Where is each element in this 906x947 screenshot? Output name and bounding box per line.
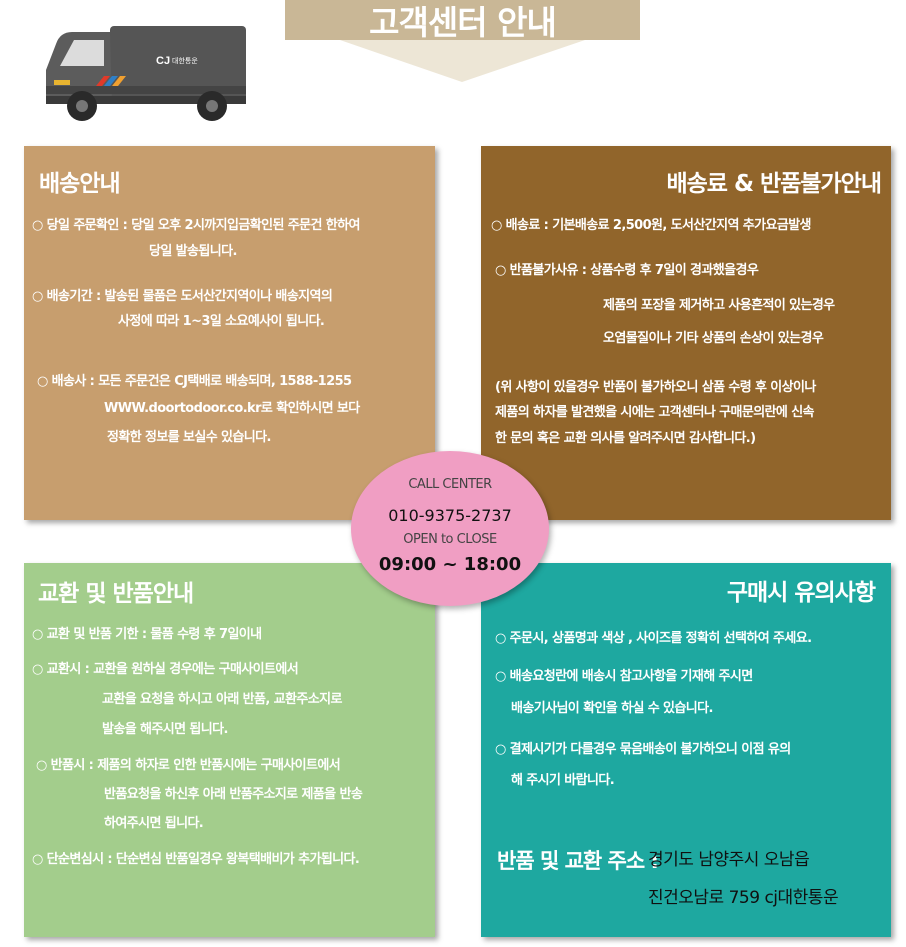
header-banner: 고객센터 안내 xyxy=(285,0,640,82)
shipping-line: ○ 당일 주문확인 : 당일 오후 2시까지입금확인된 주문건 한하여 xyxy=(32,218,360,233)
fee-line: (위 사항이 있을경우 반품이 불가하오니 삼품 수령 후 이상이나 xyxy=(495,380,816,395)
shipping-panel: 배송안내 ○ 당일 주문확인 : 당일 오후 2시까지입금확인된 주문건 한하여… xyxy=(24,146,435,520)
shipping-line: 정확한 정보를 보실수 있습니다. xyxy=(107,430,271,445)
exchange-title: 교환 및 반품안내 xyxy=(38,581,194,607)
shipping-line: 사정에 따라 1~3일 소요예사이 됩니다. xyxy=(118,314,325,329)
exchange-line: ○ 반품시 : 제품의 하자로 인한 반품시에는 구매사이트에서 xyxy=(36,758,341,773)
truck-logo-sub: 대한통운 xyxy=(172,57,198,65)
notice-line: ○ 배송요청란에 배송시 참고사항을 기재해 주시면 xyxy=(495,669,753,684)
fee-line: 한 문의 혹은 교환 의사를 알려주시면 감사합니다.) xyxy=(495,431,756,446)
fee-line: ○ 배송료 : 기본배송료 2,500원, 도서산간지역 추가요금발생 xyxy=(491,218,812,233)
notice-line: 배송기사님이 확인을 하실 수 있습니다. xyxy=(511,701,713,716)
exchange-line: 발송을 해주시면 됩니다. xyxy=(102,722,228,737)
fee-line: 제품의 하자를 발견했을 시에는 고객센터나 구매문의란에 신속 xyxy=(495,405,815,420)
call-center-phone[interactable]: 010-9375-2737 xyxy=(388,506,512,525)
fee-panel: 배송료 & 반품불가안내 ○ 배송료 : 기본배송료 2,500원, 도서산간지… xyxy=(481,146,891,520)
truck-illustration: CJ 대한통운 xyxy=(44,22,248,124)
shipping-line: ○ 배송사 : 모든 주문건은 CJ택배로 배송되며, 1588-1255 xyxy=(37,374,352,389)
notice-line: ○ 주문시, 상품명과 색상 , 사이즈를 정확히 선택하여 주세요. xyxy=(495,631,812,646)
exchange-line: ○ 단순변심시 : 단순변심 반품일경우 왕복택배비가 추가됩니다. xyxy=(32,852,360,867)
address-line-2: 진건오남로 759 cj대한통운 xyxy=(648,888,839,908)
shipping-line: 당일 발송됩니다. xyxy=(149,244,237,259)
shipping-line: ○ 배송기간 : 발송된 물품은 도서산간지역이나 배송지역의 xyxy=(32,289,333,304)
address-label: 반품 및 교환 주소 : xyxy=(497,849,659,873)
notice-title: 구매시 유의사항 xyxy=(726,580,876,606)
exchange-line: 교환을 요청을 하시고 아래 반품, 교환주소지로 xyxy=(102,692,342,707)
shipping-line: WWW.doortodoor.co.kr로 확인하시면 보다 xyxy=(104,401,360,416)
call-center-label: CALL CENTER xyxy=(408,477,492,492)
call-center-badge: CALL CENTER 010-9375-2737 OPEN to CLOSE … xyxy=(351,451,549,606)
notice-line: ○ 결제시기가 다를경우 묶음배송이 불가하오니 이점 유의 xyxy=(495,742,791,757)
notice-line: 해 주시기 바랍니다. xyxy=(511,773,615,788)
exchange-line: ○ 교환시 : 교환을 원하실 경우에는 구매사이트에서 xyxy=(32,662,299,677)
address-line-1: 경기도 남양주시 오남읍 xyxy=(648,850,810,870)
hours-label: OPEN to CLOSE xyxy=(403,532,497,547)
exchange-line: 하여주시면 됩니다. xyxy=(104,816,204,831)
fee-line: ○ 반품불가사유 : 상품수령 후 7일이 경과했을경우 xyxy=(495,263,759,278)
hours-value: 09:00 ~ 18:00 xyxy=(378,554,522,575)
fee-line: 제품의 포장을 제거하고 사용흔적이 있는경우 xyxy=(603,298,835,313)
truck-logo: CJ xyxy=(156,55,170,67)
exchange-line: 반품요청을 하신후 아래 반품주소지로 제품을 반송 xyxy=(104,787,363,802)
notice-panel: 구매시 유의사항 ○ 주문시, 상품명과 색상 , 사이즈를 정확히 선택하여 … xyxy=(481,563,891,937)
exchange-panel: 교환 및 반품안내 ○ 교환 및 반품 기한 : 물품 수령 후 7일이내 ○ … xyxy=(24,563,435,937)
shipping-title: 배송안내 xyxy=(39,171,121,197)
banner-shape xyxy=(285,0,640,82)
fee-title: 배송료 & 반품불가안내 xyxy=(666,171,882,197)
exchange-line: ○ 교환 및 반품 기한 : 물품 수령 후 7일이내 xyxy=(32,627,262,642)
fee-line: 오염물질이나 기타 상품의 손상이 있는경우 xyxy=(603,331,824,346)
page-title: 고객센터 안내 xyxy=(369,3,557,42)
